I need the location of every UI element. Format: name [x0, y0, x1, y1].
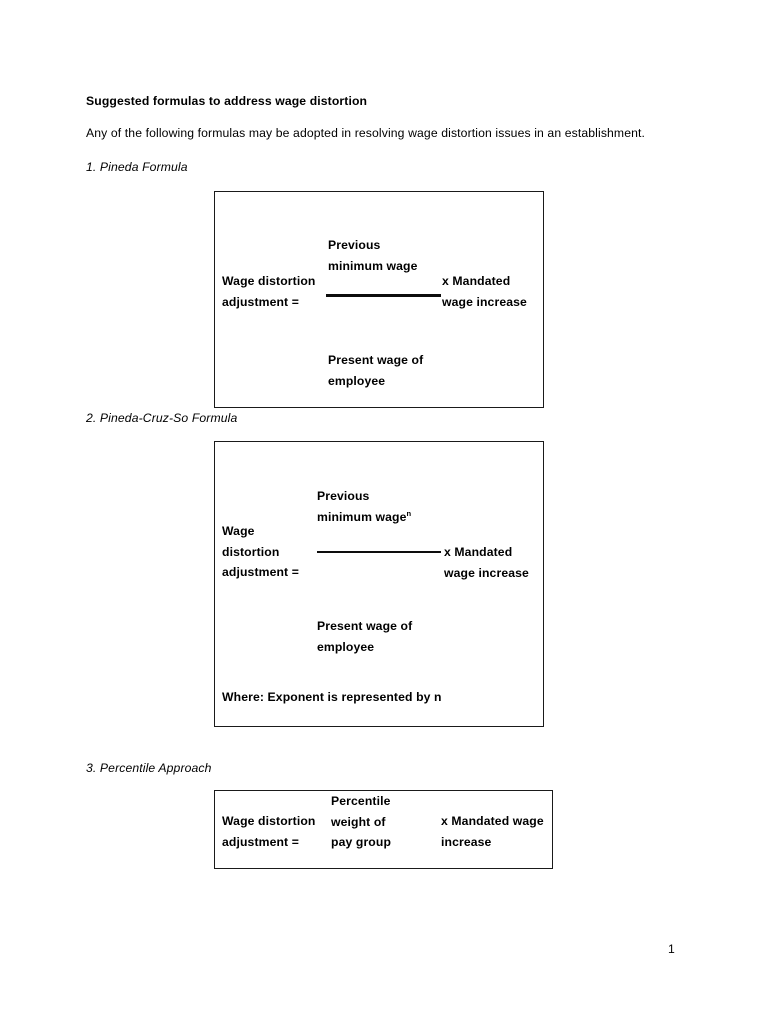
formula-2-numerator: Previous minimum wagen: [317, 486, 411, 527]
formula-3-rhs-line-2: increase: [441, 834, 492, 849]
page-title: Suggested formulas to address wage disto…: [86, 94, 368, 108]
section-heading-percentile-approach: 3. Percentile Approach: [86, 761, 212, 775]
formula-1-rhs-line-2: wage increase: [442, 294, 527, 309]
intro-paragraph: Any of the following formulas may be ado…: [86, 126, 646, 140]
formula-3-lhs-line-2: adjustment =: [222, 834, 299, 849]
page-number: 1: [668, 942, 675, 956]
formula-2-left-side: Wage distortion adjustment =: [222, 521, 299, 583]
formula-2-lhs-line-1: Wage: [222, 524, 255, 538]
formula-3-rhs-line-1: x Mandated wage: [441, 814, 544, 828]
fraction-bar-2: [317, 551, 441, 553]
formula-2-lhs-line-3: adjustment =: [222, 565, 299, 579]
formula-box-percentile-approach: Wage distortion adjustment = Percentile …: [214, 790, 553, 869]
formula-2-lhs-line-2: distortion: [222, 544, 280, 559]
formula-2-rhs-line-2: wage increase: [444, 565, 529, 580]
formula-3-left-side: Wage distortion adjustment =: [222, 811, 315, 852]
formula-1-denominator-line-1: Present wage of: [328, 353, 424, 367]
formula-3-middle-line-1: Percentile: [331, 794, 391, 808]
formula-1-denominator: Present wage of employee: [328, 350, 423, 391]
formula-2-denominator-line-2: employee: [317, 639, 375, 654]
formula-2-rhs-line-1: x Mandated: [444, 545, 513, 559]
formula-1-numerator-line-2: minimum wage: [328, 258, 418, 273]
formula-1-denominator-line-2: employee: [328, 373, 386, 388]
formula-3-middle-term: Percentile weight of pay group: [331, 791, 391, 853]
formula-1-rhs-line-1: x Mandated: [442, 274, 511, 288]
formula-1-numerator-line-1: Previous: [328, 238, 381, 252]
formula-2-denominator: Present wage of employee: [317, 616, 412, 657]
formula-box-pineda: Wage distortion adjustment = Previous mi…: [214, 191, 544, 408]
section-heading-pineda-cruz-so-formula: 2. Pineda-Cruz-So Formula: [86, 411, 238, 425]
formula-1-lhs-line-1: Wage distortion: [222, 274, 316, 288]
formula-2-right-side: x Mandated wage increase: [444, 542, 529, 583]
formula-3-middle-line-3: pay group: [331, 835, 392, 849]
formula-1-numerator: Previous minimum wage: [328, 235, 418, 276]
formula-1-right-side: x Mandated wage increase: [442, 271, 527, 312]
formula-3-lhs-line-1: Wage distortion: [222, 814, 316, 828]
fraction-bar-1: [326, 294, 441, 297]
formula-1-left-side: Wage distortion adjustment =: [222, 271, 315, 312]
formula-2-note: Where: Exponent is represented by n: [222, 690, 442, 704]
formula-1-lhs-line-2: adjustment =: [222, 294, 299, 309]
formula-2-numerator-line-1: Previous: [317, 489, 370, 503]
formula-3-middle-line-2: weight of: [331, 814, 386, 829]
formula-3-right-side: x Mandated wage increase: [441, 811, 544, 852]
formula-2-exponent: n: [406, 508, 412, 518]
formula-2-numerator-line-2: minimum wagen: [317, 507, 411, 528]
formula-box-pineda-cruz-so: Wage distortion adjustment = Previous mi…: [214, 441, 544, 727]
formula-2-numerator-line-2-text: minimum wage: [317, 509, 407, 524]
section-heading-pineda-formula: 1. Pineda Formula: [86, 160, 188, 174]
formula-2-denominator-line-1: Present wage of: [317, 619, 413, 633]
